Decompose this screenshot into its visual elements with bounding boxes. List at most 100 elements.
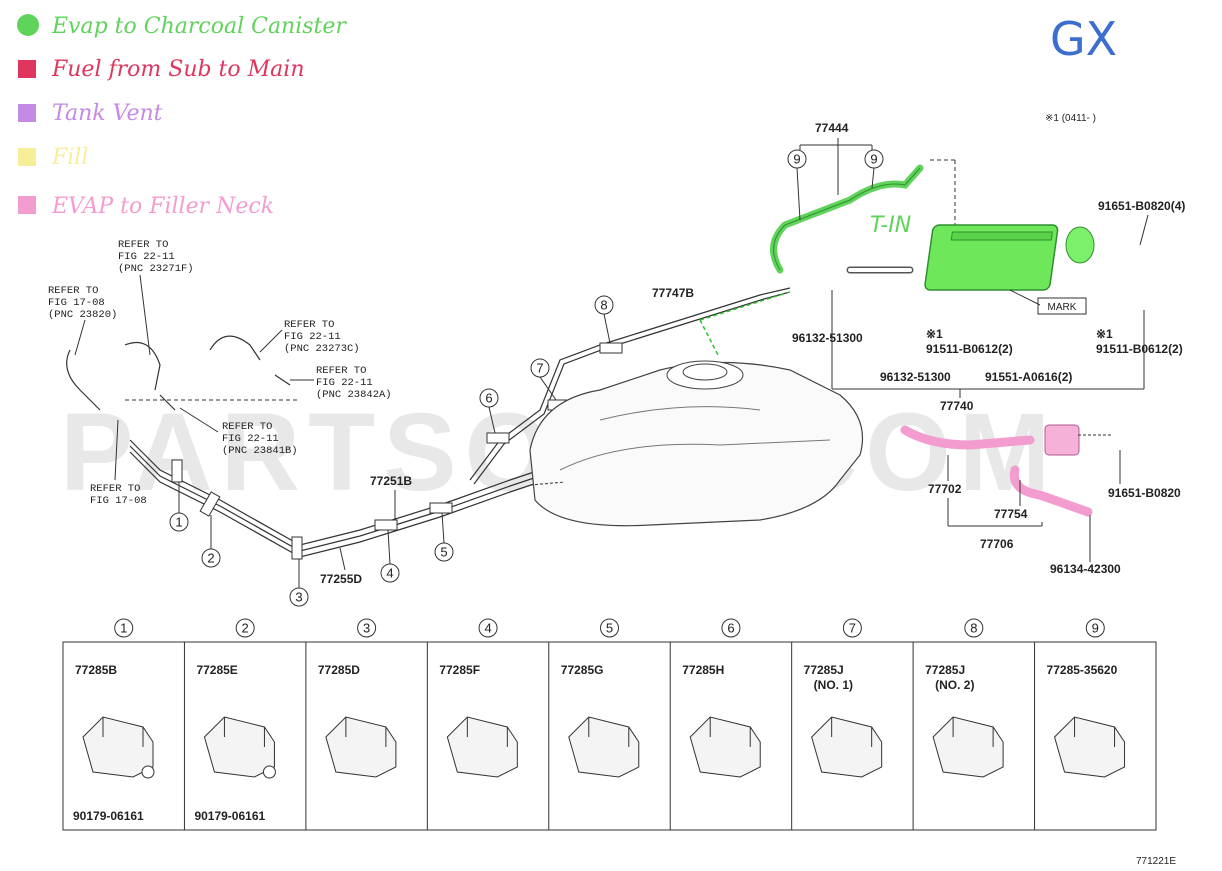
callout-8: 8 <box>600 298 607 313</box>
legend-item-fill: Fill <box>18 145 88 170</box>
clamp-part-number: 77285G <box>561 663 604 677</box>
ref-text: (PNC 23841B) <box>222 445 298 457</box>
legend-item-fuel-sub-main: Fuel from Sub to Main <box>18 57 304 82</box>
ref-text: (PNC 23820) <box>48 309 117 321</box>
callout-9b: 9 <box>870 152 877 167</box>
clamp-callout-circle <box>114 618 134 638</box>
diagram-callouts: 1 2 3 4 5 6 7 8 9 9 <box>169 149 884 607</box>
callout-5: 5 <box>440 545 447 560</box>
clamp-part-number: 77285E <box>196 663 237 677</box>
clamp-callout-number: 2 <box>242 621 249 636</box>
clamp-callout-circle <box>357 618 377 638</box>
legend-swatch <box>18 60 36 78</box>
clamp-part-sub: (NO. 2) <box>935 678 974 692</box>
mark-label: MARK <box>1048 302 1077 313</box>
part-77444: 77444 <box>815 121 849 135</box>
clamp-cell: 8 77285J(NO. 2) <box>912 618 1004 830</box>
clamp-illustration <box>325 716 397 778</box>
tin-handwriting: T-IN <box>870 213 911 238</box>
clamp-part-number: 77285J <box>804 663 844 677</box>
ref-text: FIG 22-11 <box>118 251 175 263</box>
clamp-callout-circle <box>235 618 255 638</box>
clamp-callout-number: 8 <box>970 621 977 636</box>
clamp-callout-circle <box>721 618 741 638</box>
part-77702: 77702 <box>928 482 962 496</box>
ref-text: (PNC 23273C) <box>284 343 360 355</box>
part-91651-B0820-4: 91651-B0820(4) <box>1098 199 1185 213</box>
part-77706: 77706 <box>980 537 1014 551</box>
part-77740: 77740 <box>940 399 974 413</box>
legend-item-evap-canister: Evap to Charcoal Canister <box>17 14 347 39</box>
legend-swatch <box>17 14 39 36</box>
ref-text: FIG 22-11 <box>284 331 341 343</box>
star-note-b: ※1 <box>1096 327 1113 341</box>
clamp-nut-part-number: 90179-06161 <box>194 809 265 823</box>
clamp-illustration <box>689 716 761 778</box>
legend-item-evap-filler: EVAP to Filler Neck <box>18 194 274 219</box>
clamp-callout-circle <box>842 618 862 638</box>
part-77251B: 77251B <box>370 474 412 488</box>
clamp-callout-circle <box>478 618 498 638</box>
figure-code: 771221E <box>1136 856 1176 867</box>
legend-swatch <box>18 148 36 166</box>
clamp-illustration <box>1053 716 1126 778</box>
ref-text: FIG 17-08 <box>48 297 105 309</box>
clamp-part-number: 77285-35620 <box>1047 663 1118 677</box>
clamp-part-number: 77285D <box>318 663 360 677</box>
part-numbers: 77444 77747B 91651-B0820(4) 96132-51300 … <box>320 121 1185 586</box>
model-handwriting: GX <box>1050 12 1117 66</box>
legend-swatch <box>18 104 36 122</box>
clamp-callout-circle <box>1085 618 1105 638</box>
ref-text: REFER TO <box>118 239 168 251</box>
part-91511-B0612-right: 91511-B0612(2) <box>1096 342 1183 356</box>
nut-icon <box>141 765 155 779</box>
fuel-tank <box>529 360 864 527</box>
clamp-callout-number: 7 <box>849 621 856 636</box>
callout-2: 2 <box>207 551 214 566</box>
clamp-part-number: 77285H <box>682 663 724 677</box>
part-91651-B0820: 91651-B0820 <box>1108 486 1181 500</box>
part-96132-51300-a: 96132-51300 <box>792 331 863 345</box>
part-77754: 77754 <box>994 507 1028 521</box>
clamp-part-number: 77285J <box>925 663 965 677</box>
clamp-callout-number: 1 <box>120 621 127 636</box>
ref-text: FIG 17-08 <box>90 495 147 507</box>
part-77255D: 77255D <box>320 572 362 586</box>
clamp-illustration <box>932 716 1004 778</box>
clamp-illustration <box>568 716 640 778</box>
part-91511-B0612-mid: 91511-B0612(2) <box>926 342 1013 356</box>
part-91551-A0616: 91551-A0616(2) <box>985 370 1072 384</box>
clamp-part-number: 77285B <box>75 663 117 677</box>
clamp-cell: 1 77285B 90179-06161 <box>73 618 155 823</box>
ref-text: REFER TO <box>222 421 272 433</box>
ref-text: REFER TO <box>284 319 334 331</box>
charcoal-canister: MARK <box>924 224 1095 315</box>
callout-3: 3 <box>295 590 302 605</box>
reference-labels: REFER TO FIG 22-11 (PNC 23271F) REFER TO… <box>48 239 392 507</box>
ref-text: REFER TO <box>90 483 140 495</box>
legend-label: EVAP to Filler Neck <box>51 194 274 219</box>
clamp-table: 1 77285B 90179-06161 2 77285E 90179-06161 3772… <box>62 618 1157 831</box>
legend-item-tank-vent: Tank Vent <box>18 101 163 126</box>
callout-4: 4 <box>386 566 393 581</box>
clamp-table-frame <box>62 641 1157 831</box>
ref-text: REFER TO <box>316 365 366 377</box>
nut-icon <box>262 765 276 779</box>
evap-filler-hose <box>900 424 1112 517</box>
clamp-part-number: 77285F <box>439 663 480 677</box>
ref-text: FIG 22-11 <box>222 433 279 445</box>
ref-text: REFER TO <box>48 285 98 297</box>
part-96134-42300: 96134-42300 <box>1050 562 1121 576</box>
clamp-nut-part-number: 90179-06161 <box>73 809 144 823</box>
clamp-illustration <box>203 716 275 778</box>
fuel-line-bundle <box>125 287 791 560</box>
callout-9a: 9 <box>793 152 800 167</box>
